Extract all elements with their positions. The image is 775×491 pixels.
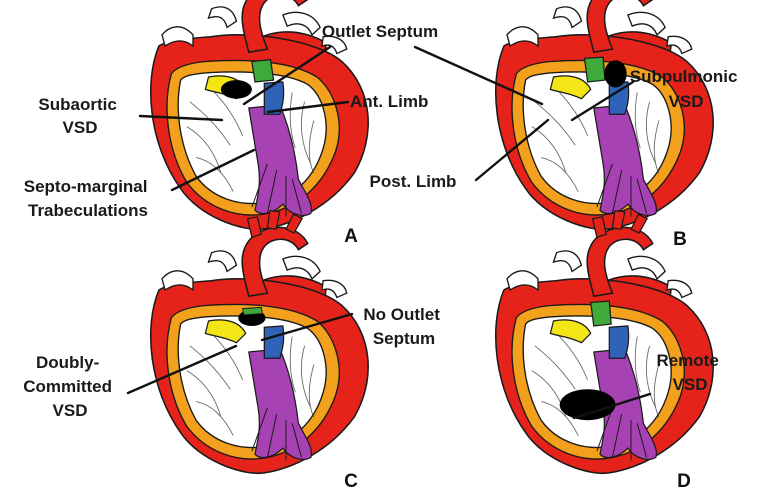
panel-letter-d: D xyxy=(677,471,691,491)
panel-d xyxy=(496,211,713,474)
label-septo-marginal-trabeculations: Septo-marginal Trabeculations xyxy=(24,177,152,220)
label-ant-limb: Ant. Limb xyxy=(350,92,428,111)
label-post-limb: Post. Limb xyxy=(370,172,457,191)
label-outlet-septum: Outlet Septum xyxy=(322,22,438,41)
label-subaortic-vsd: Subaortic VSD xyxy=(38,95,121,137)
panel-letter-b: B xyxy=(673,229,687,250)
label-no-outlet-septum: No Outlet Septum xyxy=(363,305,444,348)
panel-letter-c: C xyxy=(344,471,358,491)
label-doubly-committed-vsd: Doubly- Committed VSD xyxy=(23,353,117,420)
panel-letter-a: A xyxy=(344,226,358,247)
panel-b xyxy=(496,0,713,229)
panel-c xyxy=(151,211,368,474)
